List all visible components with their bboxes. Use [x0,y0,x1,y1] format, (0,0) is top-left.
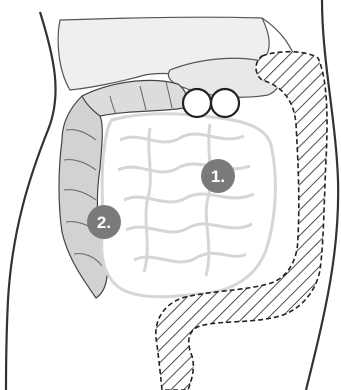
circle-right [211,89,239,117]
marker-1: 1. [201,159,235,193]
small-intestine [102,114,276,297]
body-outline-left [6,12,56,390]
marker-1-label: 1. [211,167,225,186]
marker-2: 2. [87,205,121,239]
circle-left [183,89,211,117]
marker-2-label: 2. [97,213,111,232]
ascending-colon [59,96,107,298]
